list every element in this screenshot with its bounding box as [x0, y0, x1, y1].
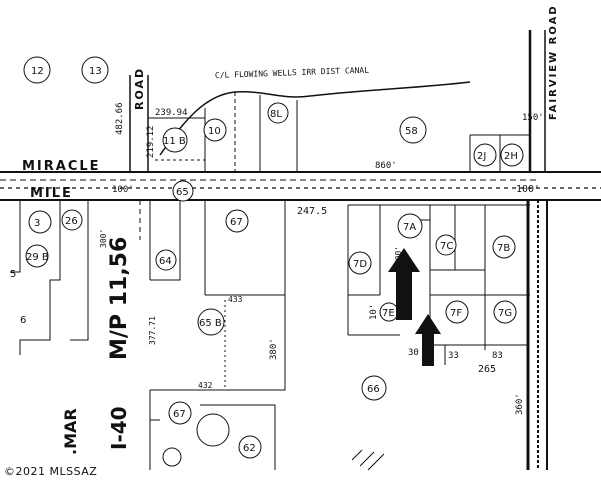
parcel-7c: 7C: [440, 241, 453, 252]
parcel-26: 26: [65, 216, 78, 227]
dim-860: 860': [375, 161, 397, 171]
road-vertical: ROAD: [133, 67, 146, 110]
parcel-11b: 11 B: [163, 136, 186, 147]
dim-360: 360': [515, 393, 525, 415]
parcel-8l: 8L: [270, 109, 282, 120]
parcel-2j: 2J: [477, 151, 486, 162]
parcel-7f: 7F: [450, 308, 462, 319]
interstate-label: I-40: [107, 406, 131, 450]
map-note: M/P 11,56: [107, 237, 132, 360]
parcel-3: 3: [34, 218, 40, 229]
parcel-66: 66: [367, 384, 380, 395]
parcel-67b: 67: [173, 409, 186, 420]
parcel-circles: [23, 56, 524, 467]
parcel-65b: 65 B: [199, 318, 222, 329]
dim-33: 33: [448, 351, 459, 361]
parcel-5: 5: [10, 269, 16, 280]
watermark: ©2021 MLSSAZ: [4, 465, 98, 478]
dim-377-71: 377.71: [148, 316, 157, 345]
dim-432: 432: [198, 381, 213, 390]
parcel-12: 12: [31, 66, 44, 77]
dim-219-12: 219.12: [146, 125, 156, 158]
arrow-up-large: [388, 248, 420, 320]
parcel-29b: 29 B: [26, 252, 49, 263]
dim-380: 380': [269, 338, 279, 360]
parcel-7g: 7G: [498, 308, 512, 319]
parcel-7d: 7D: [353, 259, 367, 270]
dim-265: 265: [478, 364, 496, 375]
dim-100b: 100': [112, 185, 134, 195]
dim-83: 83: [492, 351, 503, 361]
parcel-7a: 7A: [403, 222, 416, 233]
hatched-area: [351, 449, 385, 471]
south-west-parcels: [10, 200, 286, 470]
mar-label: .MAR: [61, 408, 80, 455]
miracle-mile-road: [0, 171, 601, 201]
parcel-6: 6: [20, 315, 26, 326]
parcel-67: 67: [230, 217, 243, 228]
dim-482-66: 482.66: [115, 102, 125, 135]
road-fairview: FAIRVIEW ROAD: [548, 4, 559, 120]
dimension-labels: 239.94 219.12 482.66 860' 247.5 100' 100…: [99, 102, 544, 415]
vertical-road: [129, 75, 149, 240]
dim-433: 433: [228, 295, 243, 304]
road-mile: MILE: [30, 186, 73, 201]
parcel-7e: 7E: [382, 308, 395, 319]
dim-10: 10': [369, 304, 379, 320]
dim-100: 100': [516, 184, 540, 195]
dim-239-94: 239.94: [155, 108, 188, 118]
parcel-62: 62: [243, 443, 256, 454]
parcel-13: 13: [89, 66, 102, 77]
parcel-10: 10: [208, 126, 221, 137]
parcel-labels: 12 13 11 B 10 8L 58 2J 2H 65 67 3 26 29 …: [10, 66, 518, 454]
dim-150: 150': [522, 113, 544, 123]
parcel-7b: 7B: [497, 243, 510, 254]
dim-30: 30: [408, 348, 419, 358]
subject-arrows: [388, 248, 441, 366]
arrow-up-small: [415, 314, 441, 366]
fairview-road: [526, 30, 548, 470]
road-miracle: MIRACLE: [22, 159, 101, 174]
canal-line: [159, 81, 471, 156]
dim-247-5: 247.5: [297, 206, 327, 217]
north-parcels: [148, 92, 530, 172]
parcel-58: 58: [405, 126, 418, 137]
parcel-64: 64: [159, 256, 172, 267]
dim-300: 300': [99, 229, 108, 248]
parcel-65: 65: [176, 187, 189, 198]
parcel-2h: 2H: [504, 151, 518, 162]
